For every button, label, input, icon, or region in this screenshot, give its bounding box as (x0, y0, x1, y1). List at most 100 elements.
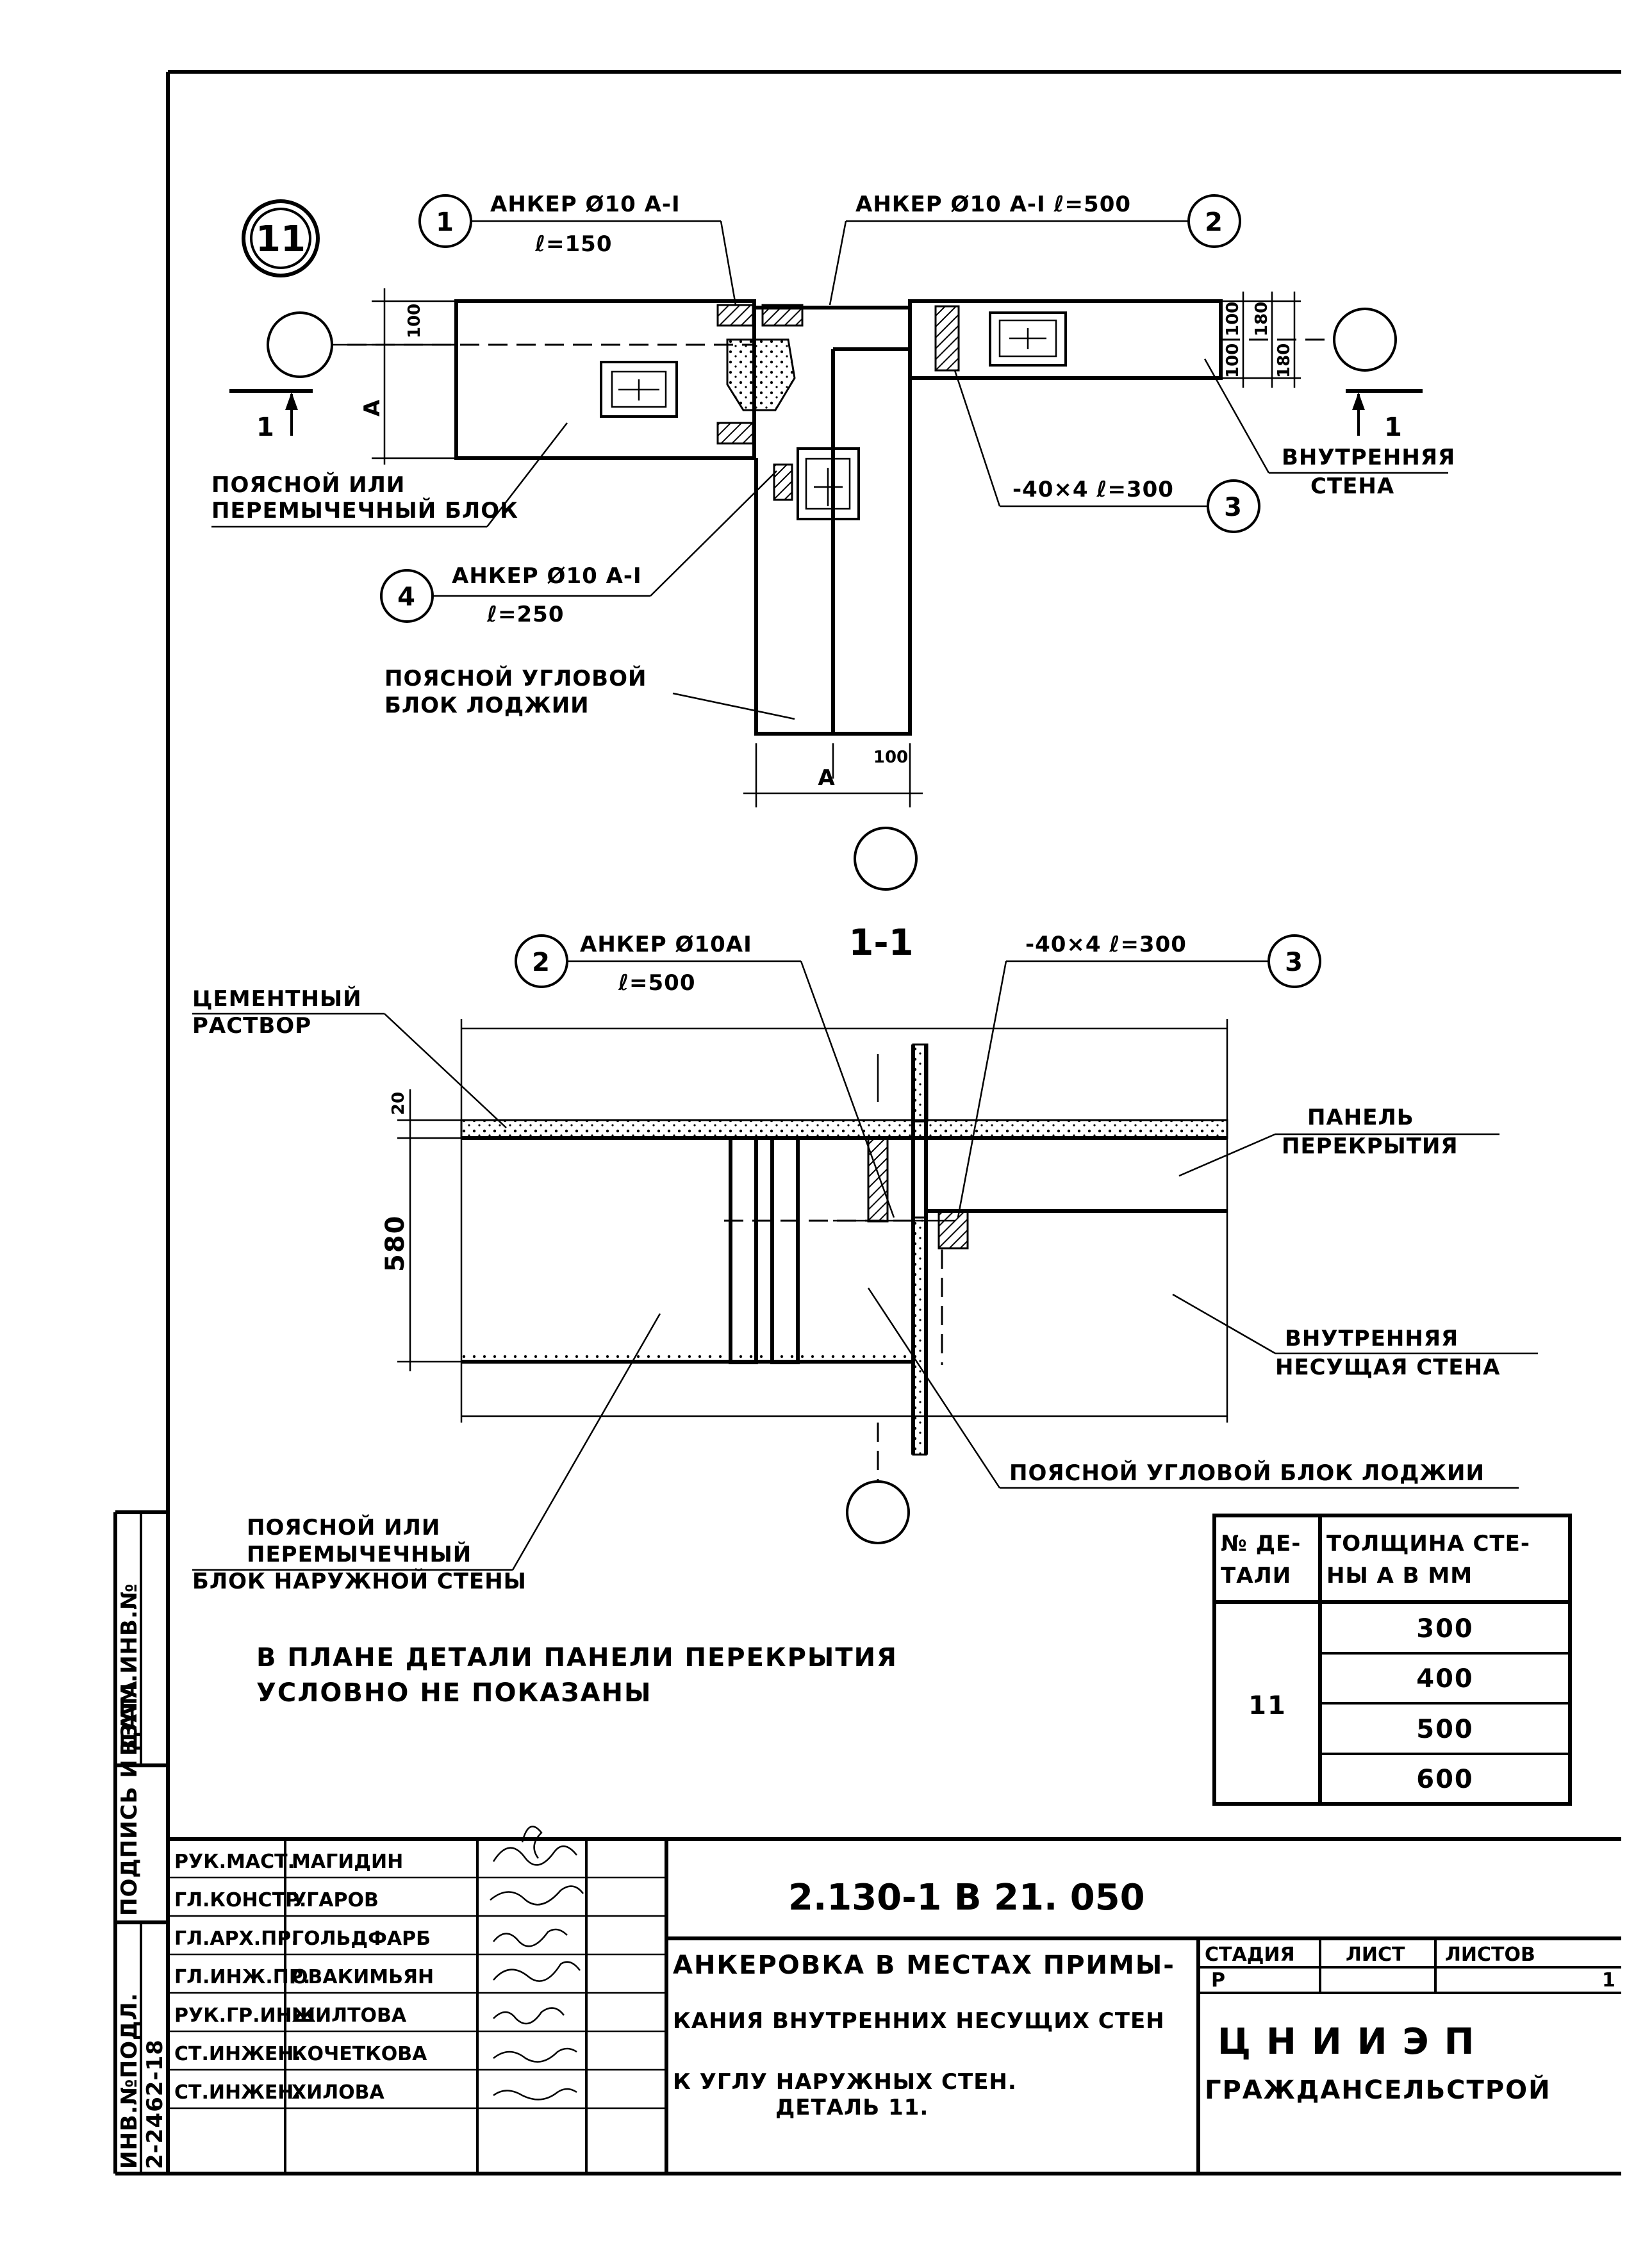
org-name-2: ГРАЖДАНСЕЛЬСТРОЙ (1205, 2074, 1551, 2105)
section-callout-3: 3 -40×4 ℓ=300 (957, 932, 1321, 1218)
svg-text:2: 2 (532, 948, 551, 977)
inv-orig-value: 2-2462-18 (142, 2039, 168, 2169)
svg-text:ПЕРЕКРЫТИЯ: ПЕРЕКРЫТИЯ (1282, 1134, 1458, 1159)
section-title: 1-1 (848, 922, 913, 964)
plan-view: 11 (211, 192, 1455, 891)
svg-text:ПОЯСНОЙ ИЛИ: ПОЯСНОЙ ИЛИ (247, 1514, 440, 1540)
staff-role-2: ГЛ.КОНСТР. (174, 1889, 306, 1911)
document-code: 2.130-1 В 21. 050 (788, 1877, 1145, 1919)
staff-role-5: РУК.ГР.ИНЖ (174, 2004, 316, 2027)
section-axis-marker (846, 1480, 910, 1544)
svg-text:100: 100 (1223, 302, 1243, 336)
label-floor-panel: ПАНЕЛЬ ПЕРЕКРЫТИЯ (1178, 1105, 1499, 1177)
svg-text:180: 180 (1275, 343, 1294, 378)
svg-text:СТЕНА: СТЕНА (1310, 474, 1394, 499)
lifting-loop-left (600, 361, 678, 418)
axis-marker-left (267, 311, 333, 378)
svg-text:-40×4 ℓ=300: -40×4 ℓ=300 (1025, 932, 1187, 957)
svg-text:11: 11 (1248, 1691, 1287, 1721)
lifting-loop-corner (797, 447, 860, 520)
svg-text:РАСТВОР: РАСТВОР (192, 1013, 311, 1039)
title-block: РУК.МАСТ. МАГИДИН ГЛ.КОНСТР. УГАРОВ ГЛ.А… (168, 1826, 1621, 2174)
callout-1: 1 АНКЕР Ø10 А-I ℓ=150 (418, 192, 737, 306)
svg-text:20: 20 (389, 1092, 408, 1115)
svg-text:-40×4 ℓ=300: -40×4 ℓ=300 (1012, 477, 1174, 502)
svg-text:100: 100 (405, 304, 424, 338)
drawing-note: В ПЛАНЕ ДЕТАЛИ ПАНЕЛИ ПЕРЕКРЫТИЯ УСЛОВНО… (256, 1643, 896, 1708)
sheet-frame (113, 70, 1621, 2175)
svg-text:БЛОК НАРУЖНОЙ СТЕНЫ: БЛОК НАРУЖНОЙ СТЕНЫ (192, 1568, 527, 1594)
replace-inv-label: ВЗАМ.ИНВ.№ (117, 1583, 142, 1756)
staff-name-2: УГАРОВ (292, 1889, 379, 1911)
staff-name-3: ГОЛЬДФАРБ (292, 1928, 431, 1950)
svg-text:АНКЕР Ø10АI: АНКЕР Ø10АI (580, 932, 752, 957)
svg-text:ЦЕМЕНТНЫЙ: ЦЕМЕНТНЫЙ (192, 986, 362, 1012)
svg-text:ℓ=250: ℓ=250 (486, 602, 565, 627)
svg-text:НЫ А В ММ: НЫ А В ММ (1326, 1563, 1473, 1589)
svg-text:А: А (359, 399, 385, 417)
staff-name-1: МАГИДИН (292, 1851, 403, 1873)
plan-dimensions: А 100 А 100 100 100 180 180 (359, 288, 1301, 807)
svg-text:ВНУТРЕННЯЯ: ВНУТРЕННЯЯ (1285, 1326, 1458, 1351)
org-name-1: ЦНИИЭП (1218, 2021, 1490, 2063)
svg-text:1: 1 (436, 208, 455, 237)
thickness-400: 400 (1416, 1664, 1474, 1694)
plan-label-corner-block: ПОЯСНОЙ УГЛОВОЙ БЛОК ЛОДЖИИ (384, 665, 795, 720)
section-callout-2: 2 АНКЕР Ø10АI ℓ=500 (515, 932, 895, 1218)
callout-2: 2 АНКЕР Ø10 А-I ℓ=500 (829, 192, 1241, 306)
svg-text:ПОЯСНОЙ УГЛОВОЙ: ПОЯСНОЙ УГЛОВОЙ (384, 665, 647, 691)
label-corner-block: ПОЯСНОЙ УГЛОВОЙ БЛОК ЛОДЖИИ (867, 1287, 1519, 1489)
svg-text:1: 1 (256, 413, 276, 442)
svg-text:100: 100 (873, 748, 908, 767)
svg-text:НЕСУЩАЯ СТЕНА: НЕСУЩАЯ СТЕНА (1275, 1355, 1500, 1380)
callout-3: 3 -40×4 ℓ=300 (954, 370, 1260, 533)
svg-text:180: 180 (1252, 302, 1271, 336)
lifting-loop-right (989, 311, 1067, 367)
thickness-600: 600 (1416, 1765, 1474, 1794)
svg-text:ПЕРЕМЫЧЕЧНЫЙ: ПЕРЕМЫЧЕЧНЫЙ (247, 1541, 472, 1567)
svg-text:580: 580 (381, 1215, 410, 1273)
detail-number-circle (242, 199, 320, 277)
label-outer-wall-block: ПОЯСНОЙ ИЛИ ПЕРЕМЫЧЕЧНЫЙ БЛОК НАРУЖНОЙ С… (192, 1313, 661, 1594)
section-view: 1-1 20 580 (192, 922, 1538, 1594)
svg-text:4: 4 (397, 582, 417, 612)
signatures (490, 1826, 584, 2101)
staff-name-4: ОВАКИМЬЯН (292, 1966, 434, 1988)
label-bearing-wall: ВНУТРЕННЯЯ НЕСУЩАЯ СТЕНА (1172, 1293, 1538, 1380)
svg-text:ПОЯСНОЙ ИЛИ: ПОЯСНОЙ ИЛИ (211, 472, 405, 498)
side-stamp: ИНВ.№ПОДЛ. 2-2462-18 ПОДПИСЬ И ДАТА ВЗАМ… (117, 1583, 168, 2169)
title-line-2: КАНИЯ ВНУТРЕННИХ НЕСУЩИХ СТЕН (673, 2008, 1165, 2034)
thickness-300: 300 (1416, 1614, 1474, 1644)
svg-text:ПАНЕЛЬ: ПАНЕЛЬ (1307, 1105, 1414, 1130)
svg-text:1: 1 (1384, 413, 1403, 442)
detail-number: 11 (256, 219, 306, 260)
sheets-value: 1 (1602, 1969, 1615, 1992)
sign-date-label: ПОДПИСЬ И ДАТА (117, 1680, 142, 1916)
svg-text:УСЛОВНО НЕ ПОКАЗАНЫ: УСЛОВНО НЕ ПОКАЗАНЫ (256, 1678, 652, 1708)
section-mark-right: 1 (1346, 389, 1423, 442)
stage-value: Р (1211, 1969, 1225, 1992)
staff-role-6: СТ.ИНЖЕН. (174, 2043, 301, 2065)
svg-text:3: 3 (1285, 948, 1304, 977)
axis-marker-bottom (854, 827, 918, 891)
title-line-3: К УГЛУ НАРУЖНЫХ СТЕН. (673, 2069, 1017, 2095)
staff-name-7: ХИЛОВА (292, 2081, 385, 2104)
axis-marker-right (1333, 308, 1397, 372)
svg-text:БЛОК ЛОДЖИИ: БЛОК ЛОДЖИИ (384, 693, 590, 718)
svg-text:ТОЛЩИНА СТЕ-: ТОЛЩИНА СТЕ- (1326, 1531, 1530, 1556)
svg-text:ПОЯСНОЙ УГЛОВОЙ БЛОК ЛОДЖИИ: ПОЯСНОЙ УГЛОВОЙ БЛОК ЛОДЖИИ (1009, 1460, 1485, 1486)
label-cement-mortar: ЦЕМЕНТНЫЙ РАСТВОР (192, 986, 507, 1128)
stage-label: СТАДИЯ (1205, 1944, 1295, 1966)
plan-label-inner-wall: ВНУТРЕННЯЯ СТЕНА (1203, 358, 1455, 499)
svg-text:ℓ=150: ℓ=150 (534, 231, 613, 257)
title-line-1: АНКЕРОВКА В МЕСТАХ ПРИМЫ- (673, 1951, 1175, 1980)
svg-text:ПЕРЕМЫЧЕЧНЫЙ БЛОК: ПЕРЕМЫЧЕЧНЫЙ БЛОК (211, 497, 518, 524)
svg-text:АНКЕР Ø10 А-I: АНКЕР Ø10 А-I (452, 563, 642, 589)
svg-text:АНКЕР Ø10 А-I: АНКЕР Ø10 А-I (490, 192, 681, 217)
svg-text:№ ДЕ-: № ДЕ- (1221, 1531, 1301, 1556)
callout-4: 4 АНКЕР Ø10 А-I ℓ=250 (380, 470, 777, 627)
svg-text:ℓ=500: ℓ=500 (618, 970, 696, 996)
staff-name-6: КОЧЕТКОВА (292, 2043, 427, 2065)
staff-role-3: ГЛ.АРХ.ПР. (174, 1928, 299, 1950)
